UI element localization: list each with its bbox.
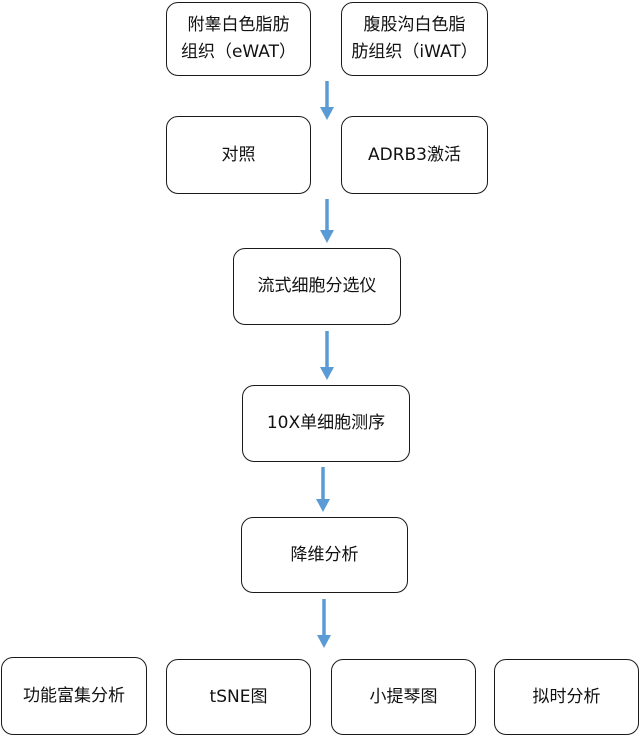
node-control: 对照	[166, 116, 311, 194]
arrow-conditions-to-facs	[320, 199, 334, 243]
node-facs-label: 流式细胞分选仪	[257, 276, 377, 296]
node-control-label: 对照	[221, 144, 256, 165]
node-pseudo-label: 拟时分析	[532, 686, 601, 707]
arrow-dimred-to-outputs	[317, 599, 331, 648]
arrow-scseq-to-dimred	[316, 467, 330, 512]
node-adrb3-label: ADRB3激活	[367, 144, 461, 165]
node-iwat: 腹股沟白色脂 肪组织（iWAT）	[341, 2, 488, 76]
node-ewat-line-1: 附睾白色脂肪	[187, 15, 290, 35]
node-facs: 流式细胞分选仪	[233, 248, 401, 325]
node-ewat-line-2: 组织（eWAT）	[180, 42, 297, 62]
node-dimred-label: 降维分析	[290, 544, 359, 565]
node-violin-label: 小提琴图	[369, 686, 438, 707]
node-iwat-line-2: 肪组织（iWAT）	[351, 42, 478, 62]
node-pseudo: 拟时分析	[494, 659, 639, 735]
node-enrich: 功能富集分析	[1, 657, 147, 735]
node-scseq-label: 10X单细胞测序	[266, 413, 386, 433]
node-ewat: 附睾白色脂肪 组织（eWAT）	[166, 2, 311, 76]
arrow-facs-to-scseq	[320, 331, 334, 380]
node-tsne: tSNE图	[166, 659, 311, 735]
node-violin: 小提琴图	[331, 659, 476, 735]
node-scseq: 10X单细胞测序	[242, 385, 410, 462]
node-iwat-line-1: 腹股沟白色脂	[363, 15, 466, 35]
node-enrich-label: 功能富集分析	[23, 685, 125, 706]
node-dimred: 降维分析	[241, 517, 408, 593]
arrow-tissues-to-conditions	[320, 81, 334, 120]
node-tsne-label: tSNE图	[209, 686, 268, 707]
node-adrb3: ADRB3激活	[341, 116, 488, 194]
